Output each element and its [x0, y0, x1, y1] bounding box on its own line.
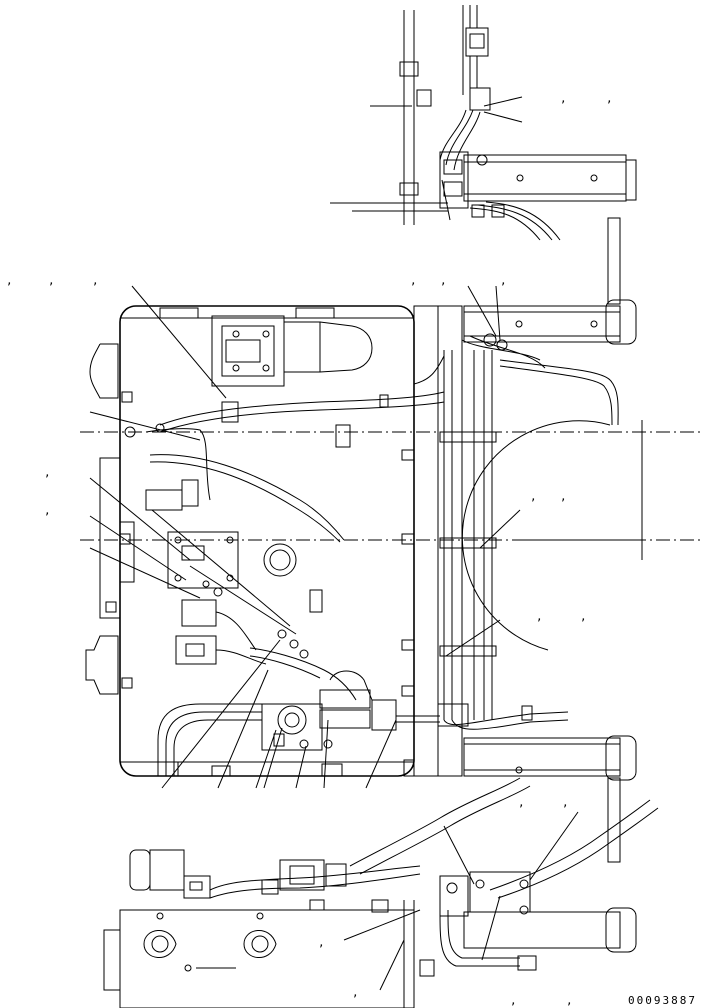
callout-mark: ,	[510, 994, 517, 1007]
callout-marks: , , , , , , , , , , , , , , , , , , , ,	[6, 92, 613, 1007]
bottom-detail-view	[104, 778, 658, 1008]
callout-mark: ,	[500, 274, 507, 287]
callout-mark: ,	[92, 274, 99, 287]
callout-mark: ,	[580, 610, 587, 623]
callout-mark: ,	[410, 274, 417, 287]
top-detail-view	[330, 5, 636, 240]
main-view	[80, 218, 700, 952]
callout-mark: ,	[560, 490, 567, 503]
callout-mark: ,	[6, 274, 13, 287]
callout-mark: ,	[562, 796, 569, 809]
callout-mark: ,	[536, 610, 543, 623]
callout-mark: ,	[48, 274, 55, 287]
callout-mark: ,	[518, 796, 525, 809]
callout-mark: ,	[44, 504, 51, 517]
callout-mark: ,	[566, 994, 573, 1007]
callout-mark: ,	[606, 92, 613, 105]
callout-mark: ,	[440, 274, 447, 287]
callout-mark: ,	[560, 92, 567, 105]
drawing-number: 00093887	[628, 994, 697, 1007]
callout-mark: ,	[530, 490, 537, 503]
callout-mark: ,	[318, 936, 325, 949]
callout-mark: ,	[44, 466, 51, 479]
callout-mark: ,	[352, 986, 359, 999]
